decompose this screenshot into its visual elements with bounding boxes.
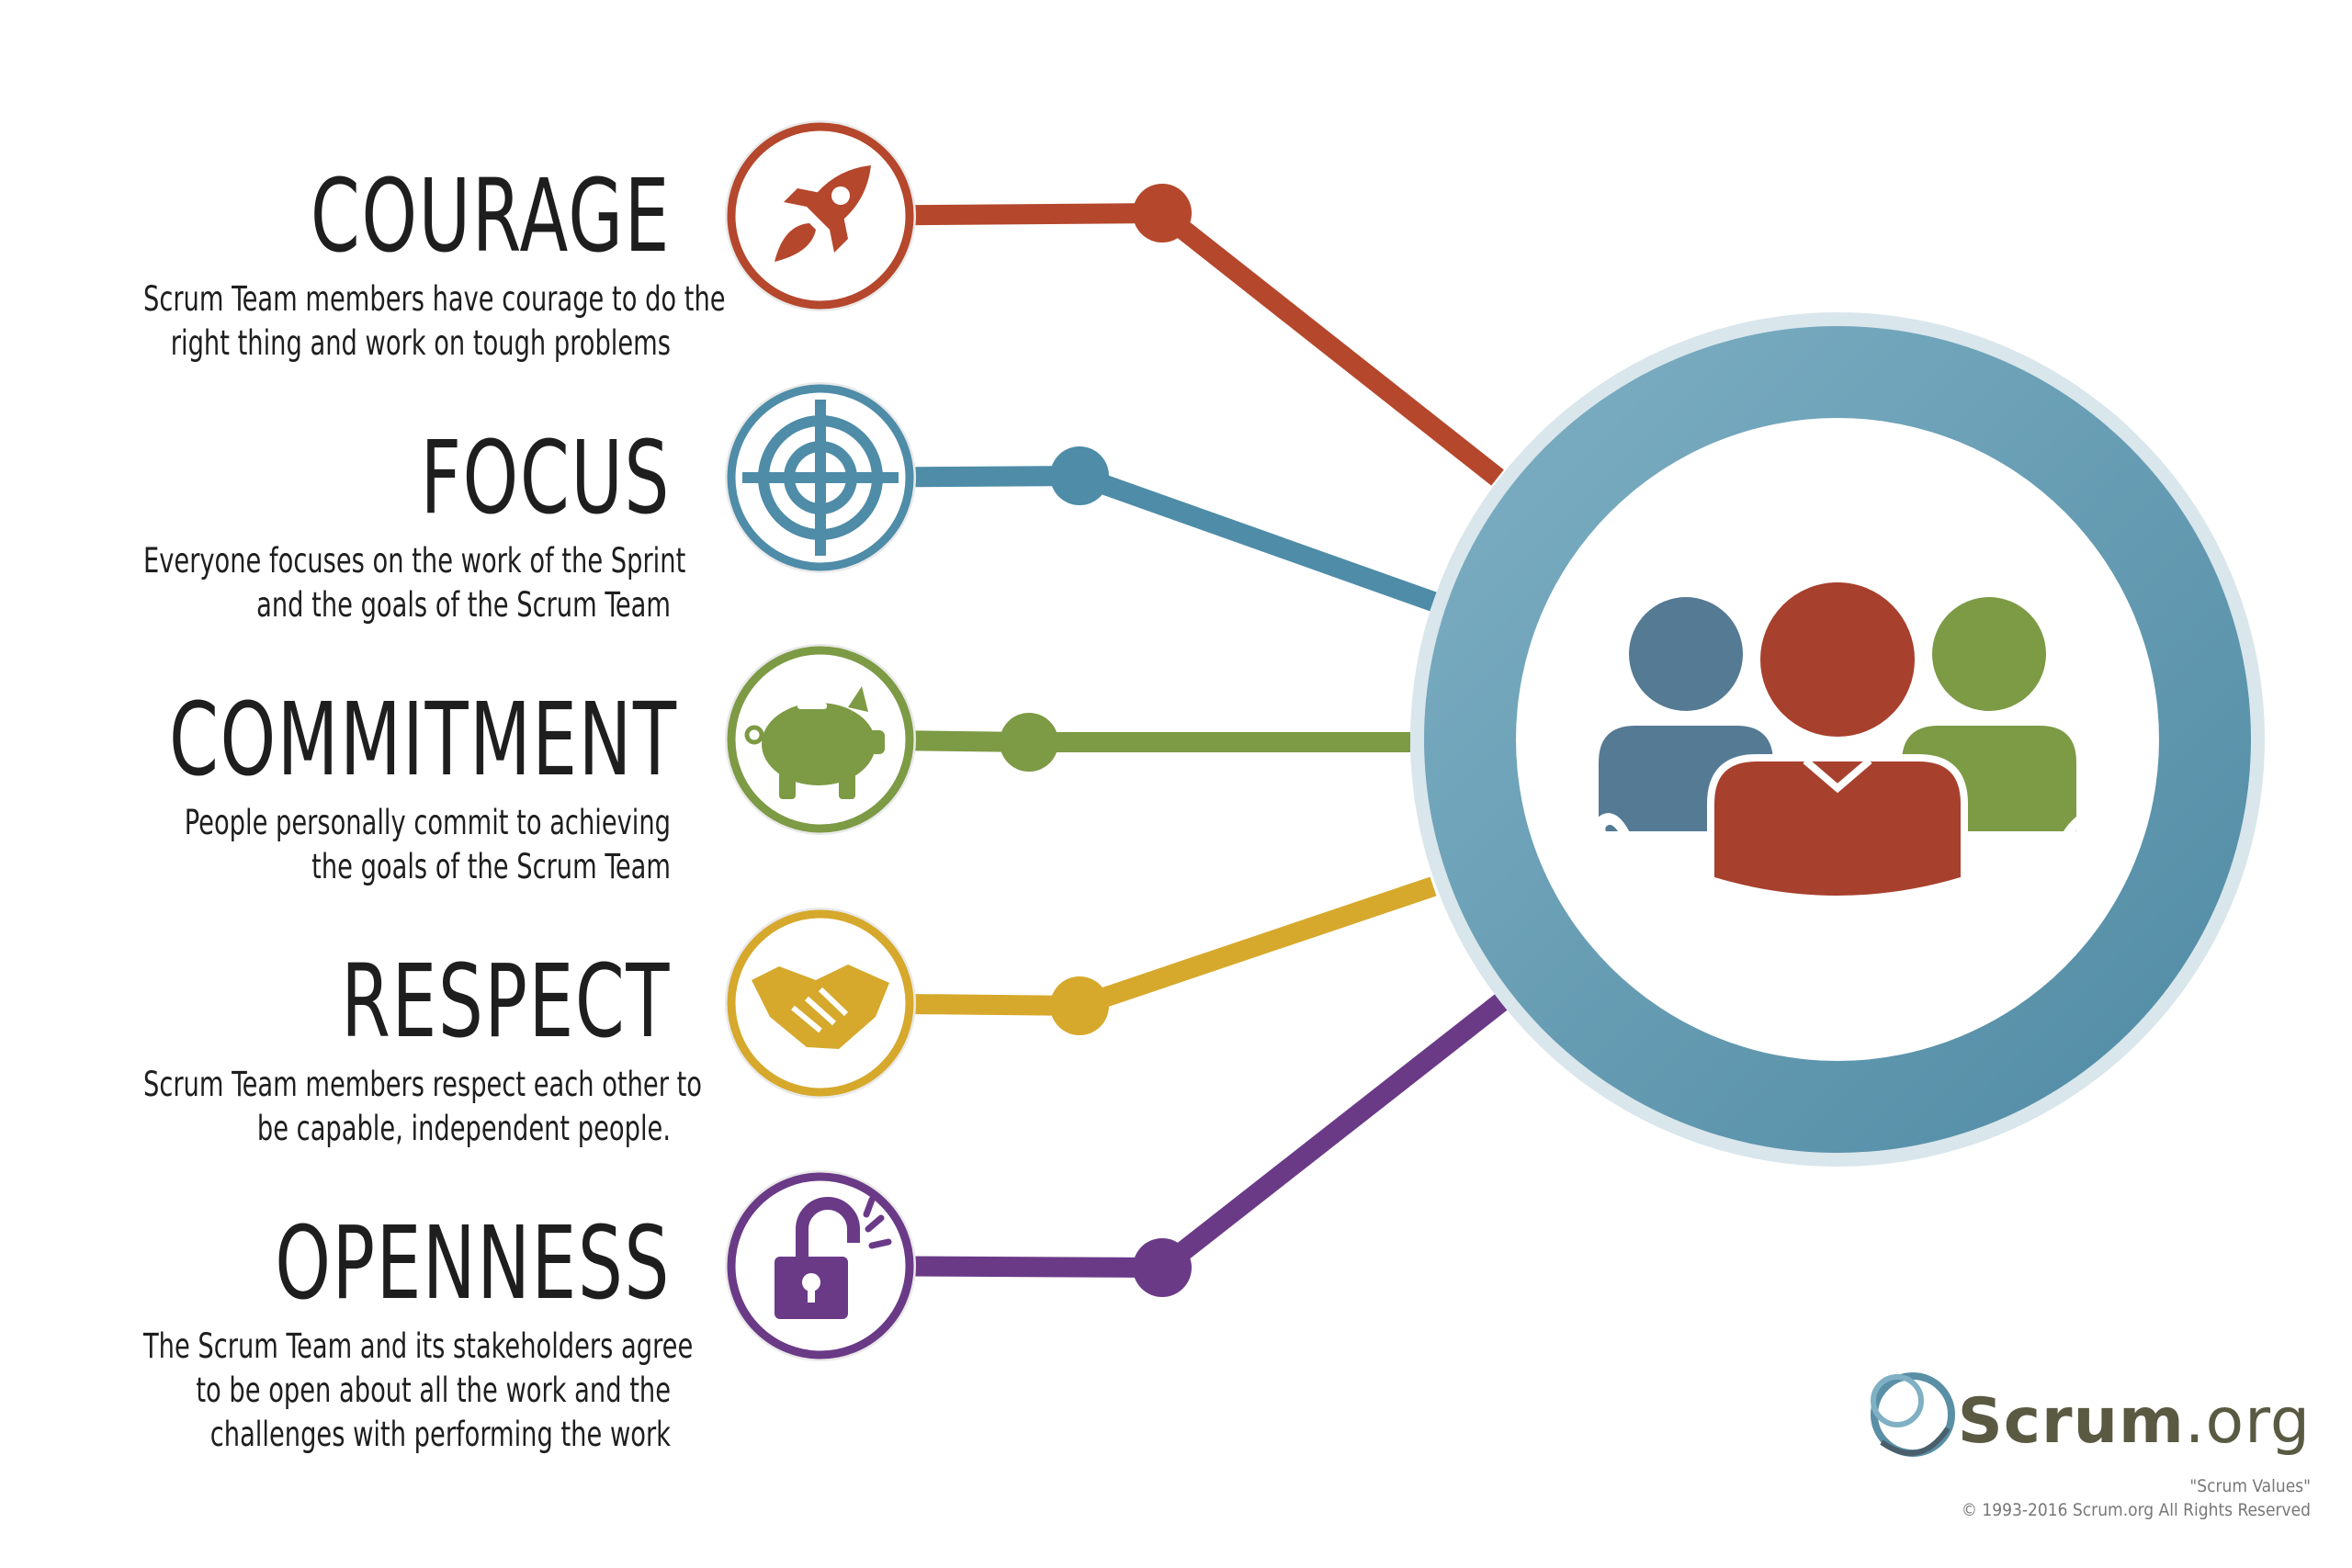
value-focus: FOCUS Everyone focuses on the work of th… bbox=[28, 419, 686, 627]
handshake-icon bbox=[752, 964, 889, 1049]
person-right-head bbox=[1932, 597, 2046, 711]
target-icon bbox=[742, 400, 899, 556]
piggy-bank-icon bbox=[744, 686, 885, 799]
brand-name-suffix: .org bbox=[2184, 1385, 2311, 1458]
badge-respect bbox=[725, 908, 916, 1099]
connector-node bbox=[1000, 713, 1058, 772]
connector-node bbox=[1050, 976, 1109, 1035]
footer-title: "Scrum Values" bbox=[2189, 1476, 2311, 1496]
person-center-collar bbox=[1803, 757, 1872, 794]
value-description-focus: Everyone focuses on the work of the Spri… bbox=[143, 539, 686, 627]
connector-node bbox=[1050, 446, 1109, 505]
scrum-org-logo-icon bbox=[1871, 1372, 1955, 1457]
brand-wordmark: Scrum.org bbox=[1958, 1385, 2311, 1458]
connector-courage bbox=[820, 184, 1504, 486]
open-padlock-icon bbox=[775, 1196, 892, 1319]
brand-name-main: Scrum bbox=[1957, 1385, 2185, 1458]
badge-commitment bbox=[725, 644, 916, 835]
value-description-commitment: People personally commit to achieving th… bbox=[143, 801, 671, 889]
description-line: challenges with performing the work bbox=[209, 1415, 671, 1454]
description-line: right thing and work on tough problems bbox=[170, 323, 671, 363]
footer-copyright: © 1993-2016 Scrum.org All Rights Reserve… bbox=[1961, 1500, 2311, 1520]
connector-openness bbox=[820, 993, 1509, 1297]
description-line: and the goals of the Scrum Team bbox=[256, 585, 671, 625]
connector-line bbox=[820, 993, 1509, 1278]
value-description-courage: Scrum Team members have courage to do th… bbox=[143, 277, 726, 366]
connector-node bbox=[1133, 1238, 1192, 1297]
value-description-respect: Scrum Team members respect each other to… bbox=[143, 1063, 702, 1151]
value-title-focus: FOCUS bbox=[420, 419, 671, 536]
value-title-commitment: COMMITMENT bbox=[169, 681, 678, 798]
description-line: People personally commit to achieving bbox=[184, 803, 672, 842]
badge-openness bbox=[725, 1170, 916, 1361]
value-respect: RESPECT Scrum Team members respect each … bbox=[28, 942, 702, 1151]
description-line: Scrum Team members have courage to do th… bbox=[143, 279, 726, 319]
person-left-head bbox=[1629, 597, 1743, 711]
description-line: Everyone focuses on the work of the Spri… bbox=[143, 541, 686, 581]
value-title-courage: COURAGE bbox=[310, 157, 671, 275]
badge-courage bbox=[725, 120, 916, 311]
person-center-body bbox=[1707, 754, 1968, 903]
description-line: The Scrum Team and its stakeholders agre… bbox=[143, 1326, 694, 1366]
value-description-openness: The Scrum Team and its stakeholders agre… bbox=[143, 1325, 694, 1457]
description-line: to be open about all the work and the bbox=[196, 1371, 671, 1410]
badge-focus bbox=[725, 382, 916, 573]
person-center-head bbox=[1753, 575, 1922, 744]
value-title-openness: OPENNESS bbox=[275, 1204, 671, 1322]
connector-line bbox=[820, 203, 1504, 486]
rocket-icon bbox=[775, 165, 871, 262]
description-line: the goals of the Scrum Team bbox=[311, 847, 671, 886]
team-people-icon bbox=[1599, 575, 2076, 903]
value-commitment: COMMITMENT People personally commit to a… bbox=[28, 681, 678, 889]
value-openness: OPENNESS The Scrum Team and its stakehol… bbox=[28, 1204, 694, 1457]
value-title-respect: RESPECT bbox=[341, 942, 671, 1060]
value-courage: COURAGE Scrum Team members have courage … bbox=[28, 157, 726, 366]
description-line: Scrum Team members respect each other to bbox=[143, 1065, 702, 1104]
connector-node bbox=[1133, 184, 1192, 243]
brand-name: Scrum.org bbox=[1958, 1385, 2311, 1458]
copyright-footer: "Scrum Values" © 1993-2016 Scrum.org All… bbox=[1962, 1474, 2311, 1522]
description-line: be capable, independent people. bbox=[256, 1109, 671, 1148]
scrum-values-hub: SCRUM VALUES bbox=[1410, 312, 2265, 1167]
